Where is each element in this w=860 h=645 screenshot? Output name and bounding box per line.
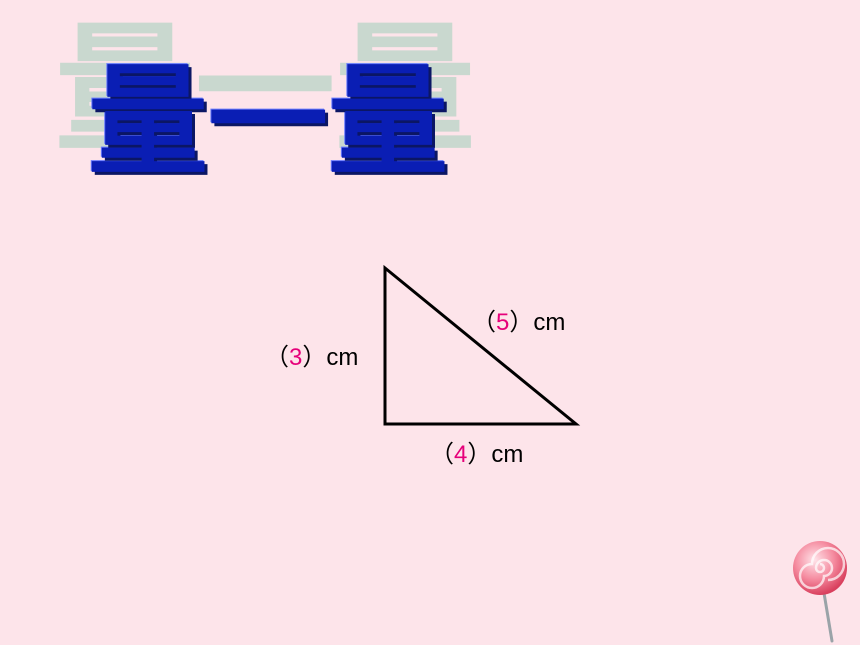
vertical-side-open-paren: （	[265, 344, 289, 371]
bottom-side-close-paren: ）	[467, 441, 492, 468]
hypotenuse-length: 5	[496, 309, 510, 336]
right-triangle	[383, 264, 581, 426]
title-area: 量一量 量一量	[0, 0, 860, 210]
hypotenuse-close-paren: ）	[509, 309, 534, 336]
bottom-side-label: （4）cm	[430, 441, 523, 469]
hypotenuse-unit: cm	[533, 309, 566, 336]
bottom-side-unit: cm	[491, 441, 524, 468]
hypotenuse-label: （5）cm	[472, 309, 565, 337]
title-shadow-text: 量一量	[55, 8, 476, 172]
bottom-side-open-paren: （	[430, 441, 454, 468]
vertical-side-label: （3）cm	[265, 344, 358, 372]
page-title: 量一量	[88, 51, 448, 192]
vertical-side-unit: cm	[326, 344, 359, 371]
vertical-side-close-paren: ）	[302, 344, 327, 371]
lollipop-icon	[793, 541, 847, 643]
bottom-side-length: 4	[454, 441, 468, 468]
vertical-side-length: 3	[289, 344, 303, 371]
hypotenuse-open-paren: （	[472, 309, 496, 336]
